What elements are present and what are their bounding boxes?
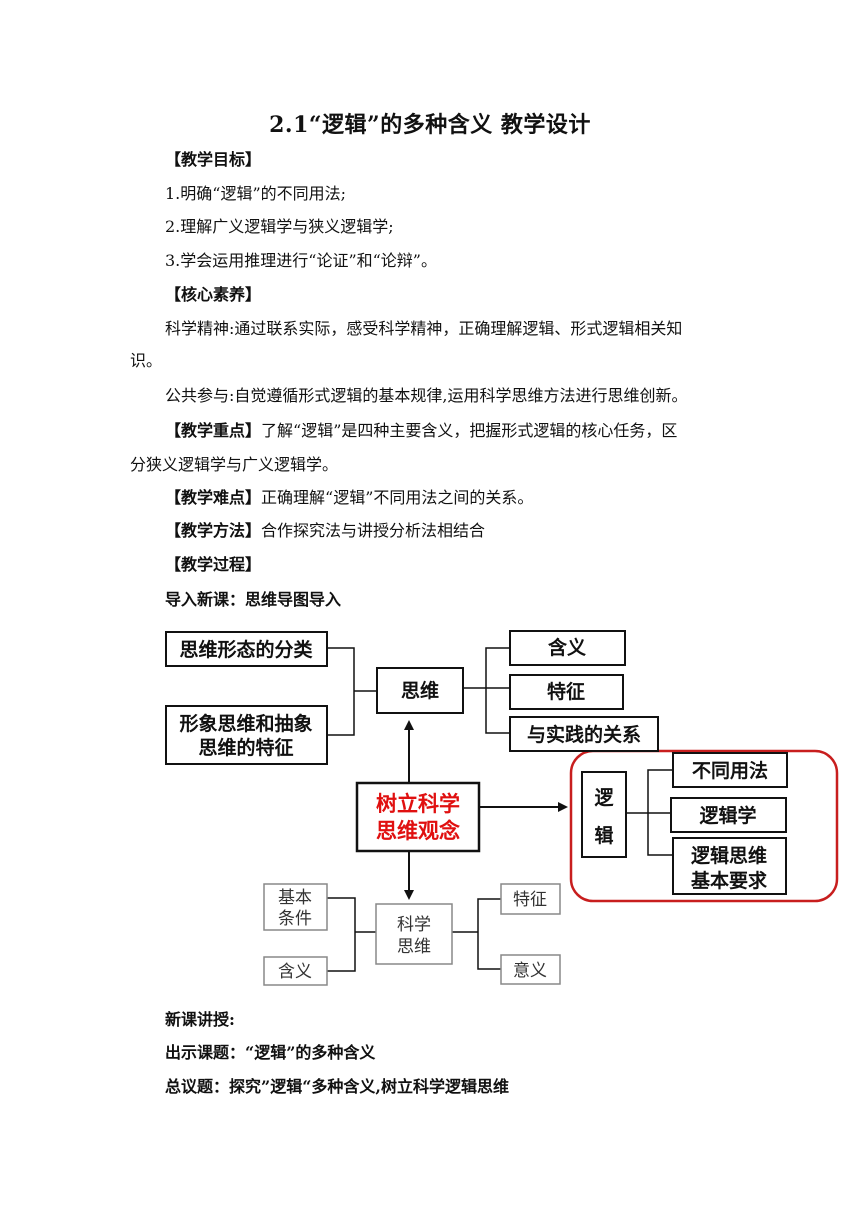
node-thinking-right1: 含义 — [548, 636, 586, 659]
node-thinking-left2-line1: 形象思维和抽象 — [179, 712, 312, 735]
node-science-line1: 科学 — [397, 915, 431, 935]
node-science-box — [375, 903, 453, 965]
connector-science — [327, 897, 501, 972]
difficulty-text: 正确理解“逻辑”不同用法之间的关系。 — [261, 488, 534, 507]
key-point-text: 了解“逻辑”是四种主要含义，把握形式逻辑的核心任务，区 — [261, 421, 678, 440]
objectives-heading: 【教学目标】 — [165, 150, 262, 169]
node-science-right1: 特征 — [513, 890, 547, 910]
method-label: 【教学方法】 — [165, 521, 262, 540]
general-topic-line: 总议题：探究”逻辑“多种含义,树立科学逻辑思维 — [165, 1077, 509, 1096]
node-thinking-left2-box — [165, 705, 328, 765]
connector-thinking-left — [328, 647, 377, 736]
node-thinking-right2-box — [509, 674, 624, 710]
difficulty-label: 【教学难点】 — [165, 488, 262, 507]
key-point-label: 【教学重点】 — [165, 421, 262, 440]
node-science-right2-box — [500, 954, 561, 985]
node-thinking-right2: 特征 — [547, 680, 585, 703]
node-logic-right2-box — [670, 797, 787, 833]
literacy-science-line2: 识。 — [130, 351, 163, 370]
node-science-left1-line1: 基本 — [278, 888, 312, 908]
node-science-left2-box — [263, 956, 328, 986]
node-logic-line1: 逻 — [594, 787, 614, 809]
node-logic-right1: 不同用法 — [692, 759, 768, 782]
literacy-heading: 【核心素养】 — [165, 285, 262, 304]
node-thinking-left2-line2: 思维的特征 — [198, 736, 293, 759]
node-logic-right3-line2: 基本要求 — [690, 869, 768, 892]
node-center-box — [355, 781, 481, 853]
node-science-left2: 含义 — [278, 962, 312, 982]
new-lesson-label: 新课讲授: — [165, 1010, 235, 1029]
connector-logic — [626, 769, 673, 856]
show-topic-line: 出示课题：“逻辑”的多种含义 — [165, 1043, 376, 1062]
node-science-line2: 思维 — [397, 937, 431, 957]
intro-line: 导入新课：思维导图导入 — [165, 590, 342, 609]
node-logic-right2: 逻辑学 — [699, 804, 756, 827]
difficulty-line: 【教学难点】正确理解“逻辑”不同用法之间的关系。 — [165, 488, 533, 508]
node-logic-box — [581, 771, 627, 858]
node-center-line1: 树立科学 — [376, 791, 460, 816]
node-logic-right3-line1: 逻辑思维 — [691, 844, 767, 867]
node-thinking-right3-box — [509, 716, 659, 752]
key-point-line2: 分狭义逻辑学与广义逻辑学。 — [130, 455, 339, 474]
node-logic-right3-box — [672, 837, 787, 895]
node-thinking-left1-box — [165, 631, 328, 667]
objective-item-3: 3.学会运用推理进行“论证”和“论辩”。 — [165, 251, 437, 270]
objective-item-1: 1.明确“逻辑”的不同用法; — [165, 184, 347, 203]
method-text: 合作探究法与讲授分析法相结合 — [261, 521, 486, 540]
node-thinking-box — [376, 667, 464, 714]
node-logic-right1-box — [672, 752, 788, 788]
process-heading: 【教学过程】 — [165, 555, 262, 574]
node-center-line2: 思维观念 — [376, 818, 460, 843]
key-point-line1: 【教学重点】了解“逻辑”是四种主要含义，把握形式逻辑的核心任务，区 — [165, 421, 677, 441]
node-thinking-right3: 与实践的关系 — [527, 723, 641, 746]
literacy-public: 公共参与:自觉遵循形式逻辑的基本规律,运用科学思维方法进行思维创新。 — [165, 386, 688, 405]
node-thinking-left1: 思维形态的分类 — [179, 638, 312, 661]
node-logic-line2: 辑 — [594, 824, 613, 847]
node-science-right1-box — [500, 883, 561, 915]
node-science-left1-box — [263, 883, 328, 931]
node-thinking: 思维 — [401, 679, 439, 702]
node-science-right2: 意义 — [513, 961, 547, 981]
node-science-left1-line2: 条件 — [278, 909, 312, 929]
method-line: 【教学方法】合作探究法与讲授分析法相结合 — [165, 521, 485, 541]
literacy-science-line1: 科学精神:通过联系实际，感受科学精神，正确理解逻辑、形式逻辑相关知 — [165, 319, 683, 338]
objective-item-2: 2.理解广义逻辑学与狭义逻辑学; — [165, 217, 394, 236]
connector-thinking-right — [463, 647, 510, 734]
logic-highlight-frame — [569, 749, 839, 903]
node-thinking-right1-box — [509, 630, 626, 666]
page-title: 2.1“逻辑”的多种含义 教学设计 — [269, 112, 591, 138]
